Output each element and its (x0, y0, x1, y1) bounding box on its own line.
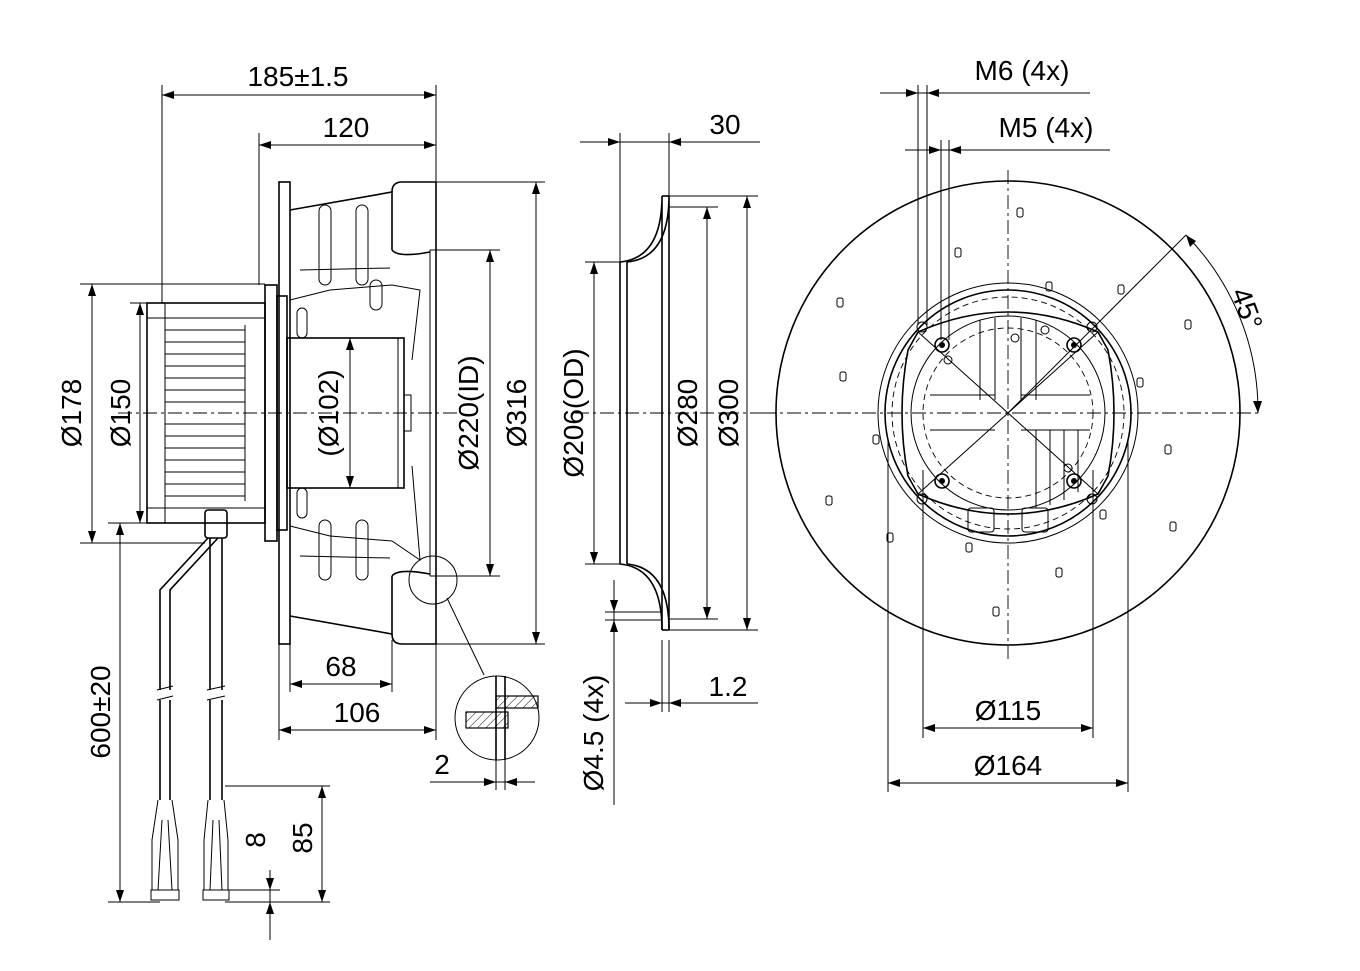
front-view (762, 170, 1262, 660)
angle-45: 45° (1225, 284, 1269, 334)
dim-dia-115: Ø115 (975, 695, 1041, 726)
impeller-blades-top (289, 181, 436, 361)
dim-cable-length: 600±20 (85, 665, 116, 758)
dim-dia-300: Ø300 (713, 379, 744, 448)
cable-gland (204, 509, 228, 539)
dim-hole-4-5: Ø4.5 (4x) (578, 675, 609, 792)
dim-dia-280: Ø280 (672, 379, 703, 448)
dim-motor-length: 120 (323, 112, 370, 143)
inlet-ring-section (575, 195, 770, 631)
dim-dia-206-od: Ø206(OD) (558, 348, 589, 477)
impeller-backplate (278, 181, 291, 645)
dim-strip-85: 85 (287, 822, 318, 853)
screw-holes (916, 321, 1098, 505)
dim-len-106: 106 (334, 697, 381, 728)
dim-len-68: 68 (325, 651, 356, 682)
thread-m5: M5 (4x) (999, 112, 1094, 143)
side-view (118, 181, 485, 901)
impeller-outline (775, 180, 1241, 646)
detail-view (454, 675, 540, 761)
inlet-ring-dimensions: 30 Ø206(OD) Ø280 Ø300 Ø4.5 (4x) 1.2 (558, 109, 760, 805)
side-dimensions: 185±1.5 120 Ø178 Ø150 (Ø102) Ø220(ID) (56, 61, 545, 940)
dim-flange-thickness: 30 (709, 109, 740, 140)
thread-m6: M6 (4x) (975, 55, 1070, 86)
motor-heatsink (146, 302, 266, 524)
dim-strip-8: 8 (240, 832, 271, 848)
dim-dia-164: Ø164 (974, 750, 1043, 781)
dim-overall-length: 185±1.5 (247, 61, 348, 92)
dim-dia-220-id: Ø220(ID) (453, 355, 484, 470)
motor-flange (901, 311, 1115, 533)
impeller-blades-bottom (289, 465, 436, 645)
dim-sheet-1-2: 1.2 (709, 671, 748, 702)
dim-dia-178: Ø178 (56, 379, 87, 448)
dim-dia-150: Ø150 (105, 379, 136, 448)
cables (150, 537, 230, 901)
front-dimensions: M6 (4x) M5 (4x) 45° Ø115 Ø164 (880, 55, 1269, 792)
balancing-marks (825, 207, 1192, 617)
detail-circle-marker (408, 555, 458, 605)
dim-dia-102: (Ø102) (313, 369, 344, 456)
dim-dia-316: Ø316 (501, 379, 532, 448)
dim-gap-2: 2 (434, 749, 450, 780)
